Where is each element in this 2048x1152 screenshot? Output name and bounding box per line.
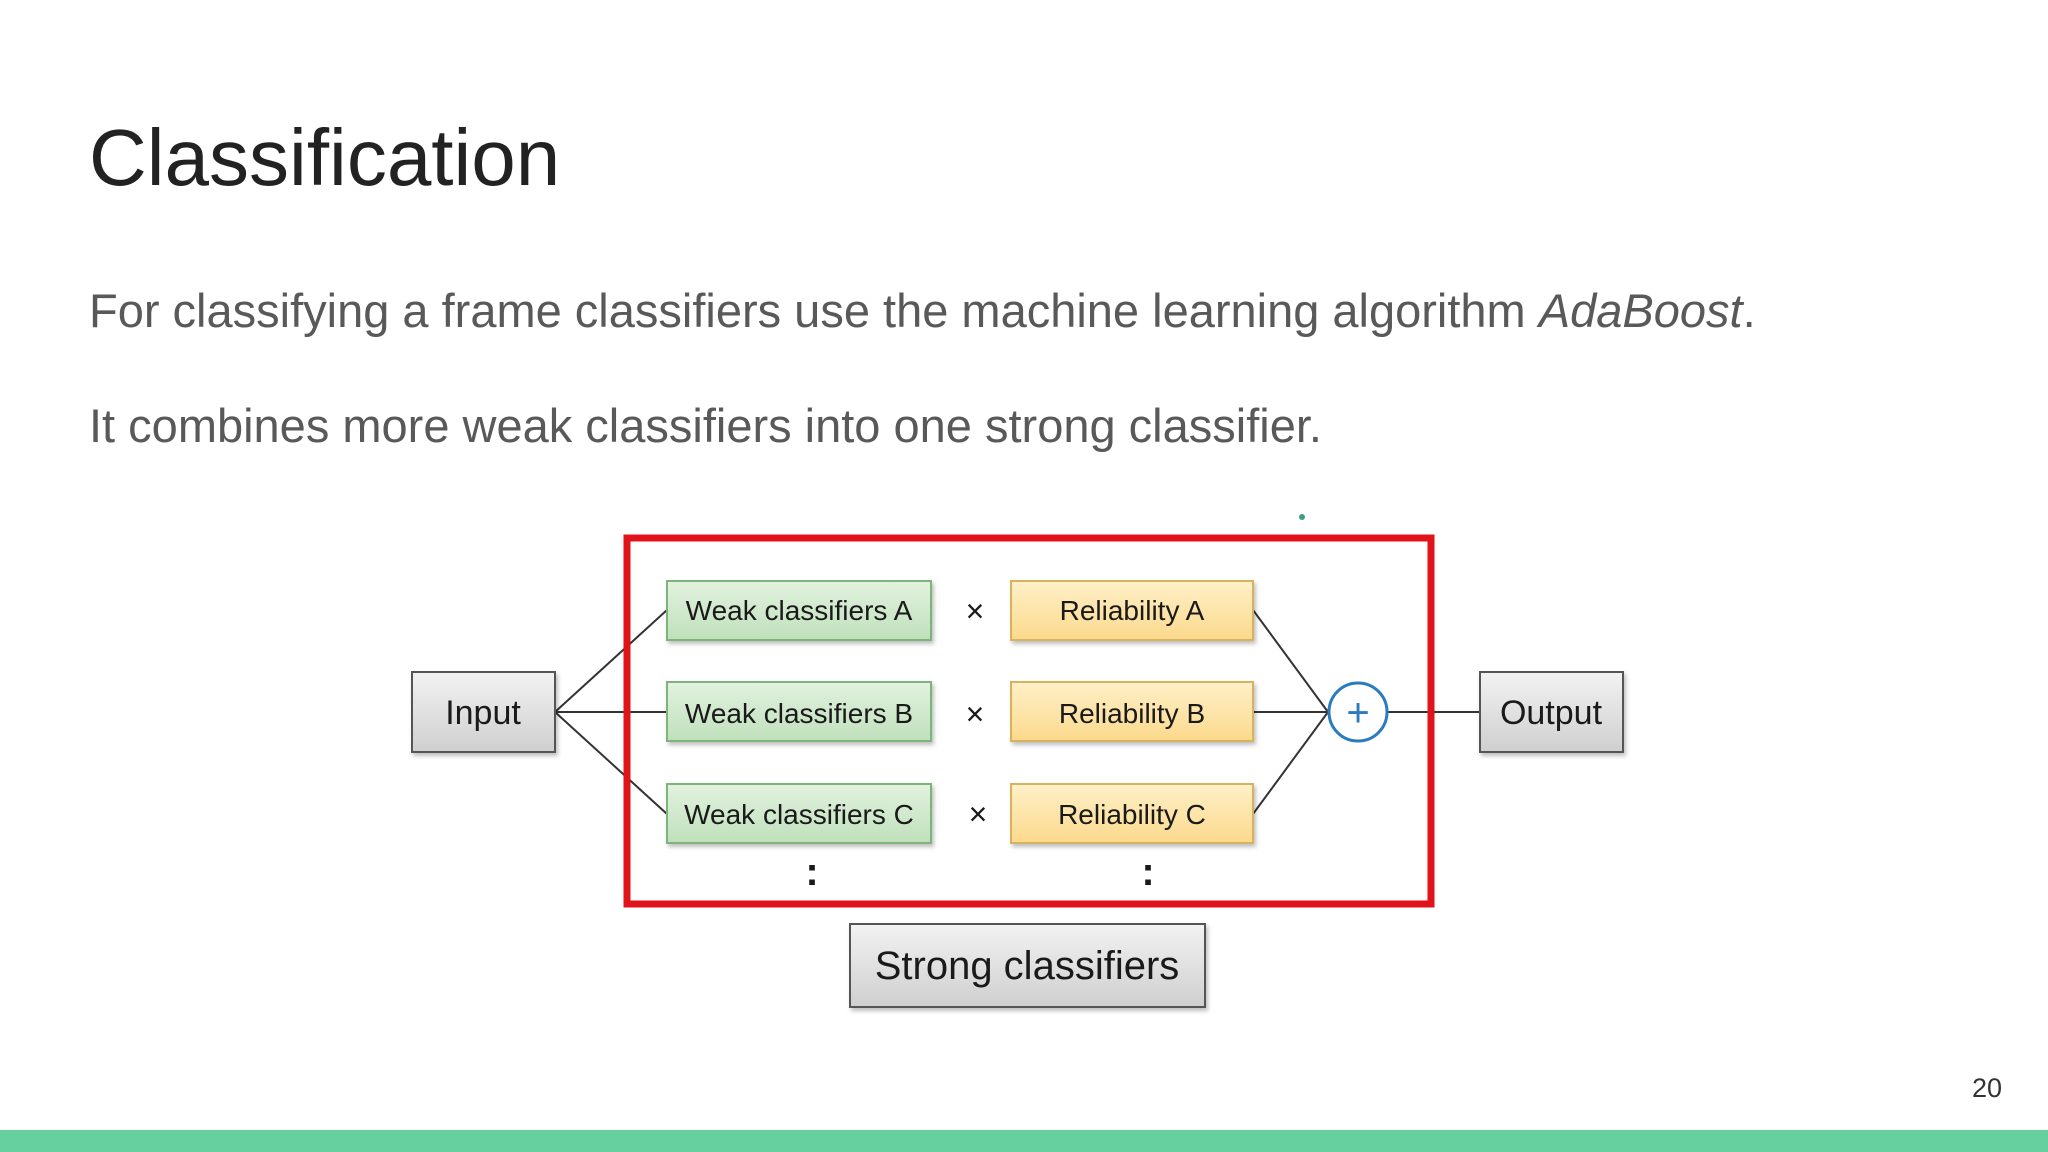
reliability-a-box (1010, 580, 1254, 641)
input-label: Input (445, 694, 521, 732)
reliability-b-box (1010, 681, 1254, 742)
weak-classifier-b-box (666, 681, 932, 742)
connector-input-a (554, 609, 668, 713)
paragraph-adaboost-text: For classifying a frame classifiers use … (89, 284, 1539, 337)
connector-rel-c-sum (1252, 711, 1329, 815)
reliability-c-box (1010, 783, 1254, 844)
input-box (411, 671, 556, 753)
strong-classifiers-box (849, 923, 1206, 1008)
reliability-ellipsis: : (1141, 850, 1154, 894)
multiply-sign-b: × (966, 696, 985, 732)
page-number: 20 (1971, 1073, 2002, 1103)
slide-title: Classification (89, 113, 561, 202)
connector-input-c (554, 711, 668, 815)
paragraph-adaboost-end: . (1742, 284, 1756, 337)
weak-classifier-a-label: Weak classifiers A (686, 595, 913, 626)
weak-classifier-c-label: Weak classifiers C (684, 799, 914, 830)
multiply-sign-c: × (969, 796, 988, 832)
input-node: Input (411, 671, 556, 753)
reliability-a-label: Reliability A (1060, 595, 1205, 626)
strong-classifier-frame (623, 534, 1435, 908)
weak-classifier-a-box (666, 580, 932, 641)
weak-classifier-b-label: Weak classifiers B (685, 698, 913, 729)
reliability-b-label: Reliability B (1059, 698, 1205, 729)
weak-ellipsis: : (805, 850, 818, 894)
plus-icon: + (1346, 691, 1369, 735)
output-node: Output (1479, 671, 1624, 753)
paragraph-weak-strong: It combines more weak classifiers into o… (89, 399, 1322, 452)
weak-classifier-b: Weak classifiers B (666, 681, 932, 742)
multiply-sign-a: × (966, 593, 985, 629)
sum-circle (1327, 681, 1389, 743)
strong-classifiers-node: Strong classifiers (849, 923, 1206, 1008)
weak-classifier-c: Weak classifiers C (666, 783, 932, 844)
small-marker (1299, 514, 1305, 520)
adaboost-emphasis: AdaBoost (1538, 284, 1743, 337)
weak-classifier-c-box (666, 783, 932, 844)
footer-accent-bar (0, 1130, 2048, 1152)
output-box (1479, 671, 1624, 753)
reliability-c: Reliability C (1010, 783, 1254, 844)
reliability-b: Reliability B (1010, 681, 1254, 742)
output-label: Output (1500, 694, 1603, 732)
sum-node: + (1327, 681, 1389, 743)
strong-classifiers-label: Strong classifiers (875, 944, 1180, 988)
weak-classifier-a: Weak classifiers A (666, 580, 932, 641)
reliability-c-label: Reliability C (1058, 799, 1206, 830)
connector-rel-a-sum (1252, 609, 1329, 713)
reliability-a: Reliability A (1010, 580, 1254, 641)
paragraph-adaboost: For classifying a frame classifiers use … (89, 283, 1756, 339)
